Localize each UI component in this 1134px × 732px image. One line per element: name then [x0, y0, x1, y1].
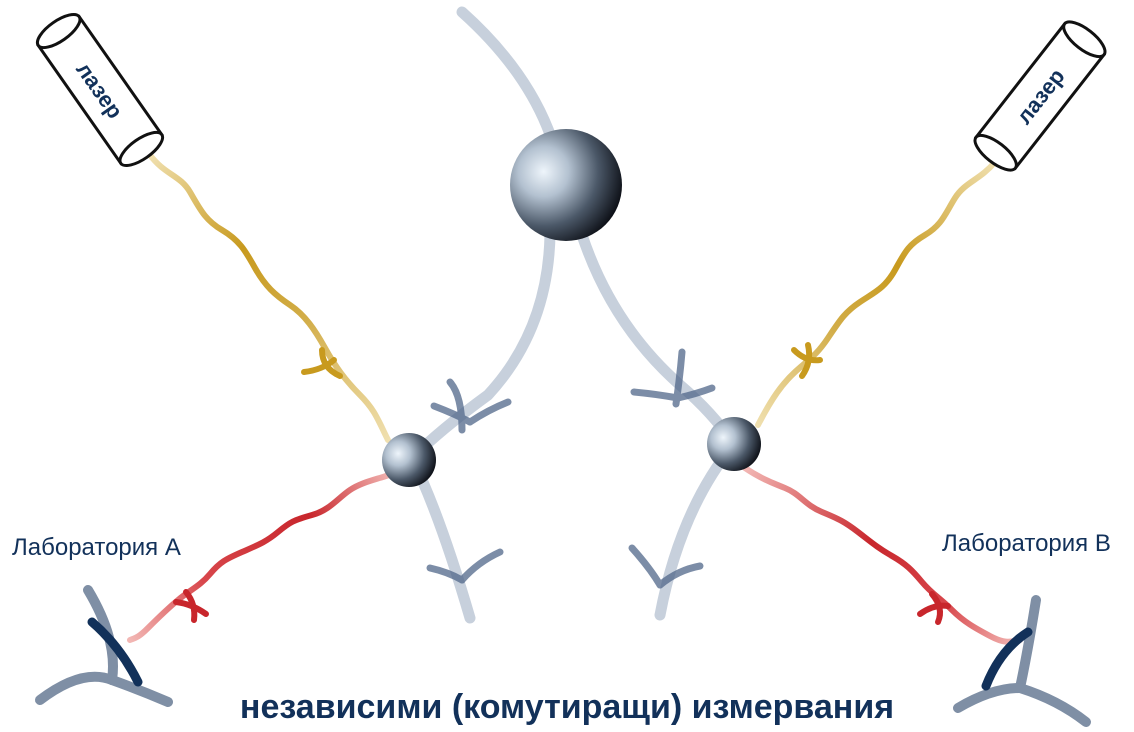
worldlines [405, 6, 741, 624]
laser-beam-left [147, 152, 391, 443]
left-sphere-icon [382, 433, 436, 487]
signal-beam-left [127, 471, 395, 643]
lab-a-label: Лаборатория А [12, 534, 181, 561]
lab-b-label: Лаборатория В [942, 530, 1111, 557]
right-sphere-icon [707, 417, 761, 471]
signal-beam-right [742, 465, 1023, 645]
worldline-ticks [426, 348, 716, 589]
worldline-left-branch [405, 229, 556, 624]
detector-b-icon [953, 595, 1091, 727]
right-laser-icon: лазер [973, 20, 1107, 172]
worldline-right-branch [576, 229, 741, 621]
caption: независими (комутиращи) измервания [239, 688, 895, 726]
laser-beam-right [755, 159, 998, 428]
detector-a-icon [35, 585, 173, 707]
left-laser-icon: лазер [35, 13, 165, 167]
central-sphere-icon [510, 129, 622, 241]
